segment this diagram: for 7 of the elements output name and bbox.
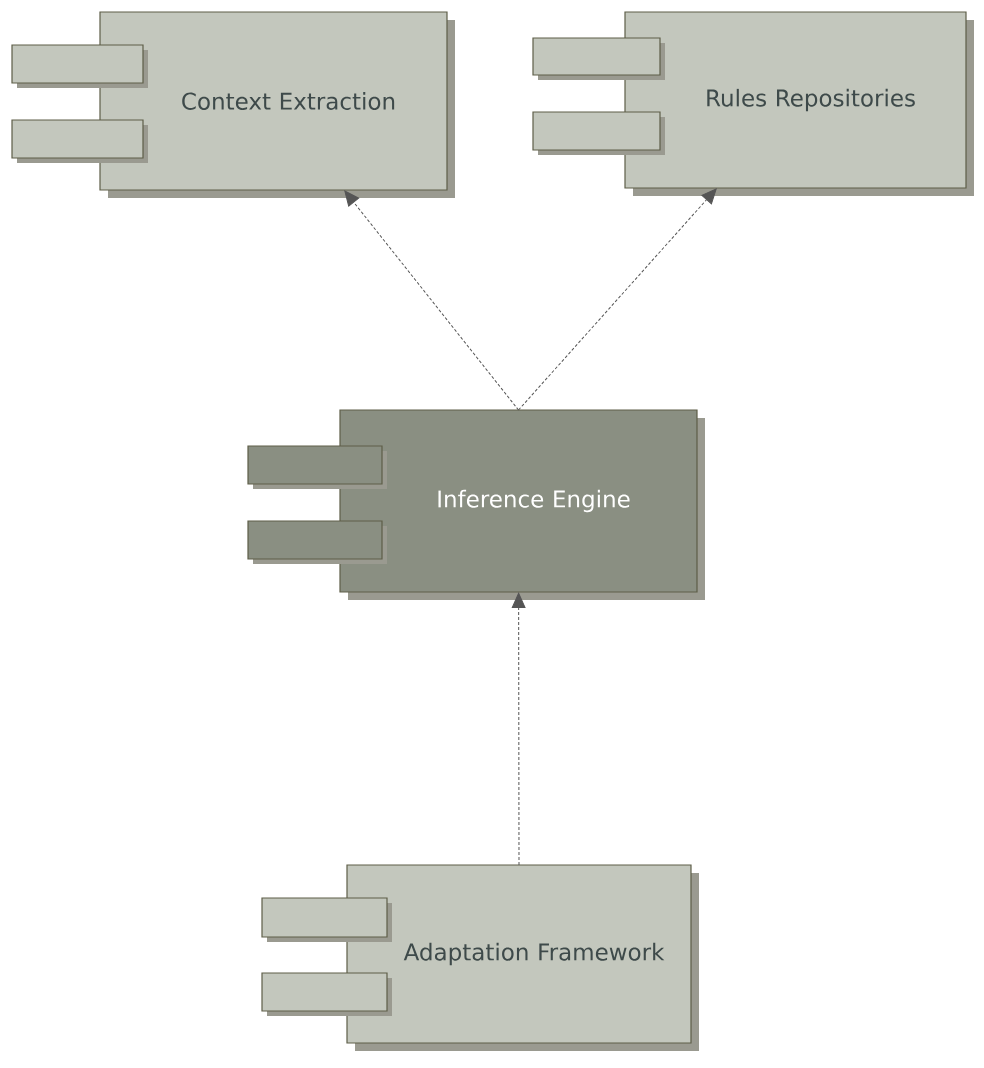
component-box: Rules Repositories (532, 11, 974, 196)
arrow (344, 190, 519, 411)
component-box: Inference Engine (247, 409, 705, 600)
component-box: Context Extraction (11, 11, 455, 198)
arrow (511, 592, 526, 866)
arrow (518, 188, 717, 411)
component-box: Adaptation Framework (261, 864, 699, 1051)
